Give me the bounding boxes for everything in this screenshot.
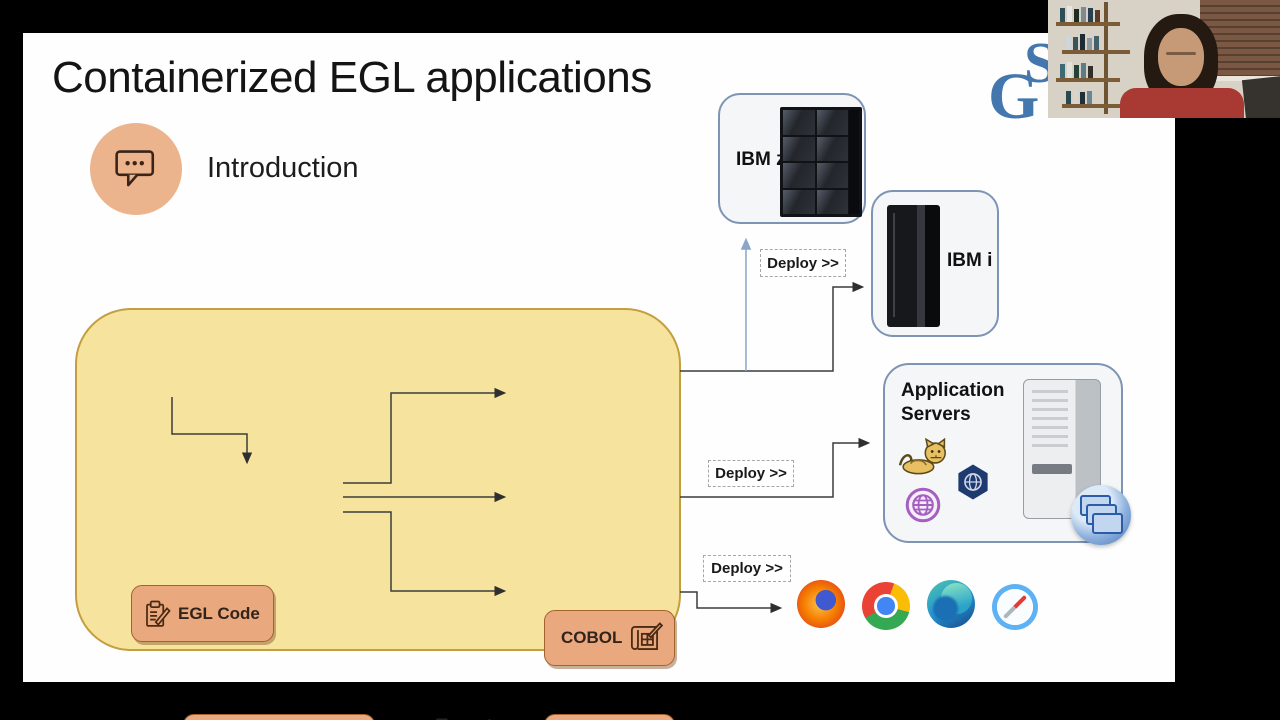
bookshelf-board	[1062, 104, 1130, 108]
books	[1060, 62, 1093, 78]
server-tower-image	[887, 205, 940, 327]
blueprint-icon	[630, 622, 664, 650]
presenter-face-detail	[1166, 52, 1196, 55]
websphere-icon	[1071, 485, 1131, 545]
intro-label: Introduction	[207, 152, 359, 184]
cobol-node: COBOL	[544, 610, 675, 666]
appservers-label: Application Servers	[901, 380, 1005, 425]
liberty-hexagon-icon	[958, 464, 988, 500]
webcam-overlay	[1048, 0, 1280, 118]
presenter-shirt	[1120, 88, 1244, 118]
deploy-badge-ibm: Deploy >>	[760, 249, 846, 277]
safari-icon	[992, 584, 1038, 630]
ibmz-card: IBM z	[718, 93, 866, 224]
books	[1066, 34, 1099, 50]
chair	[1241, 76, 1280, 118]
bookshelf	[1104, 2, 1108, 114]
pipeline-container: EGL Code Compilers and Generators	[75, 308, 681, 720]
firefox-icon	[797, 580, 845, 628]
deploy-badge-appservers: Deploy >>	[708, 460, 794, 487]
window-sill	[1196, 76, 1280, 81]
bookshelf-board	[1056, 78, 1120, 82]
bookshelf-board	[1056, 22, 1120, 26]
ibmi-label: IBM i	[947, 250, 993, 271]
appservers-card: Application Servers	[883, 363, 1131, 545]
gse-logo-letter-g: G	[988, 60, 1040, 133]
slide: Containerized EGL applications Introduct…	[23, 30, 1175, 720]
ibmi-card: IBM i	[871, 190, 999, 337]
mainframe-image	[780, 107, 862, 217]
books	[1060, 6, 1100, 22]
edge-icon	[927, 580, 975, 628]
target-generation-label: Target Generation	[436, 715, 536, 720]
compilers-node: Compilers and Generators	[183, 714, 375, 720]
intro-icon-circle	[90, 123, 182, 215]
java-node: Java </>	[544, 714, 675, 720]
cobol-label: COBOL	[561, 628, 623, 647]
bookshelf-board	[1062, 50, 1130, 54]
books	[1066, 90, 1092, 104]
ibmz-label: IBM z	[736, 149, 786, 170]
speech-bubble-icon	[115, 150, 155, 187]
tomcat-icon	[898, 437, 946, 475]
gse-logo: G S	[988, 30, 1088, 145]
page-title: Containerized EGL applications	[52, 53, 652, 102]
egl-code-node: EGL Code	[131, 585, 274, 642]
clipboard-pencil-icon	[146, 600, 171, 627]
web-globe-icon	[905, 487, 941, 523]
chrome-icon	[862, 582, 910, 630]
deploy-badge-browsers: Deploy >>	[703, 555, 791, 582]
egl-code-label: EGL Code	[178, 603, 260, 623]
presenter-face	[1158, 28, 1204, 86]
